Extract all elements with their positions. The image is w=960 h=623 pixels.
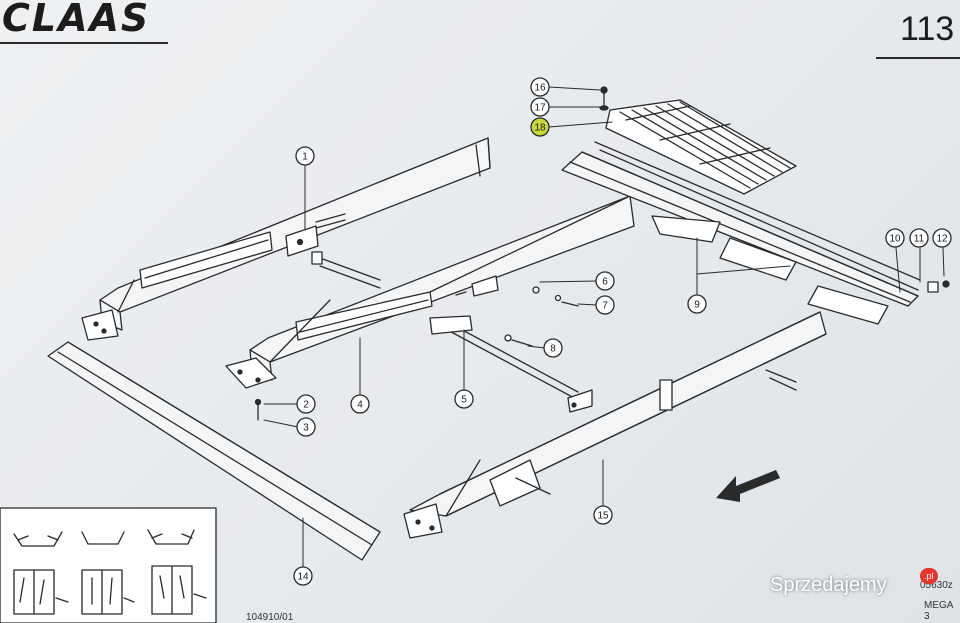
direction-arrow bbox=[716, 470, 780, 502]
callout-circle bbox=[296, 417, 316, 437]
callout-circle bbox=[687, 294, 707, 314]
callout-5: 5 bbox=[454, 389, 474, 409]
callout-15: 15 bbox=[593, 505, 613, 525]
callout-9: 9 bbox=[687, 294, 707, 314]
cross-shaft-upper bbox=[311, 251, 381, 289]
callout-6: 6 bbox=[595, 271, 615, 291]
callout-label: 18 bbox=[534, 123, 546, 134]
callout-11: 11 bbox=[909, 228, 929, 248]
model-code: 05630z bbox=[920, 580, 953, 591]
callout-circle bbox=[295, 146, 315, 166]
callout-circle bbox=[909, 228, 929, 248]
callout-label: 7 bbox=[602, 301, 608, 312]
part-5-cross-shaft bbox=[429, 315, 593, 413]
fastener-hardware bbox=[254, 86, 950, 421]
part-1-left-rail bbox=[81, 137, 491, 341]
callout-circle bbox=[593, 505, 613, 525]
callout-label: 8 bbox=[550, 344, 556, 355]
part-15-main-frame bbox=[403, 311, 827, 539]
callout-14: 14 bbox=[293, 566, 313, 586]
callout-circle bbox=[932, 228, 952, 248]
callout-label: 11 bbox=[914, 234, 925, 245]
callout-12: 12 bbox=[932, 228, 952, 248]
callout-label: 9 bbox=[694, 300, 700, 311]
part-4-middle-rail bbox=[225, 195, 635, 389]
callout-circle bbox=[595, 271, 615, 291]
callout-label: 10 bbox=[889, 234, 901, 245]
callout-label: 14 bbox=[297, 572, 309, 583]
callout-label: 17 bbox=[534, 103, 546, 114]
callout-3: 3 bbox=[296, 417, 316, 437]
callout-4: 4 bbox=[350, 394, 370, 414]
callout-label: 12 bbox=[936, 234, 948, 245]
callout-17: 17 bbox=[530, 97, 550, 117]
callout-circle bbox=[595, 295, 615, 315]
callout-label: 2 bbox=[303, 400, 309, 411]
brand-logo: CLAAS bbox=[2, 0, 151, 40]
callout-circle bbox=[885, 228, 905, 248]
part-9-crossmember bbox=[561, 141, 921, 325]
watermark-tld-badge: .pl bbox=[920, 568, 938, 584]
page-number: 113 bbox=[900, 10, 955, 48]
callout-16: 16 bbox=[530, 77, 550, 97]
callout-circle bbox=[530, 117, 550, 137]
callout-circle bbox=[530, 97, 550, 117]
callout-8: 8 bbox=[543, 338, 563, 358]
callout-circle bbox=[296, 394, 316, 414]
callout-circle bbox=[293, 566, 313, 586]
callout-circle bbox=[350, 394, 370, 414]
callout-circle bbox=[530, 77, 550, 97]
drawing-code: 104910/01 bbox=[246, 612, 294, 623]
callout-label: 5 bbox=[461, 395, 467, 406]
callout-label: 15 bbox=[597, 511, 609, 522]
leader-lines bbox=[263, 86, 945, 569]
profile-variants-inset bbox=[0, 507, 217, 623]
callout-10: 10 bbox=[885, 228, 905, 248]
header-rule-left bbox=[0, 42, 168, 44]
callout-circle bbox=[543, 338, 563, 358]
callout-label: 4 bbox=[357, 400, 363, 411]
callout-label: 1 bbox=[302, 152, 308, 163]
callout-label: 3 bbox=[303, 423, 309, 434]
part-14-angle-bar bbox=[47, 341, 381, 561]
callout-label: 6 bbox=[602, 277, 608, 288]
header-rule-right bbox=[876, 57, 960, 59]
part-18-grille-panel bbox=[605, 99, 797, 195]
callout-2: 2 bbox=[296, 394, 316, 414]
callout-7: 7 bbox=[595, 295, 615, 315]
callout-18: 18 bbox=[530, 117, 550, 137]
watermark-text: Sprzedajemy bbox=[770, 574, 887, 596]
callout-circle bbox=[454, 389, 474, 409]
watermark: Sprzedajemy .pl bbox=[770, 568, 938, 597]
model-name: MEGA 3 bbox=[924, 600, 953, 622]
callout-1: 1 bbox=[295, 146, 315, 166]
callout-label: 16 bbox=[534, 83, 546, 94]
